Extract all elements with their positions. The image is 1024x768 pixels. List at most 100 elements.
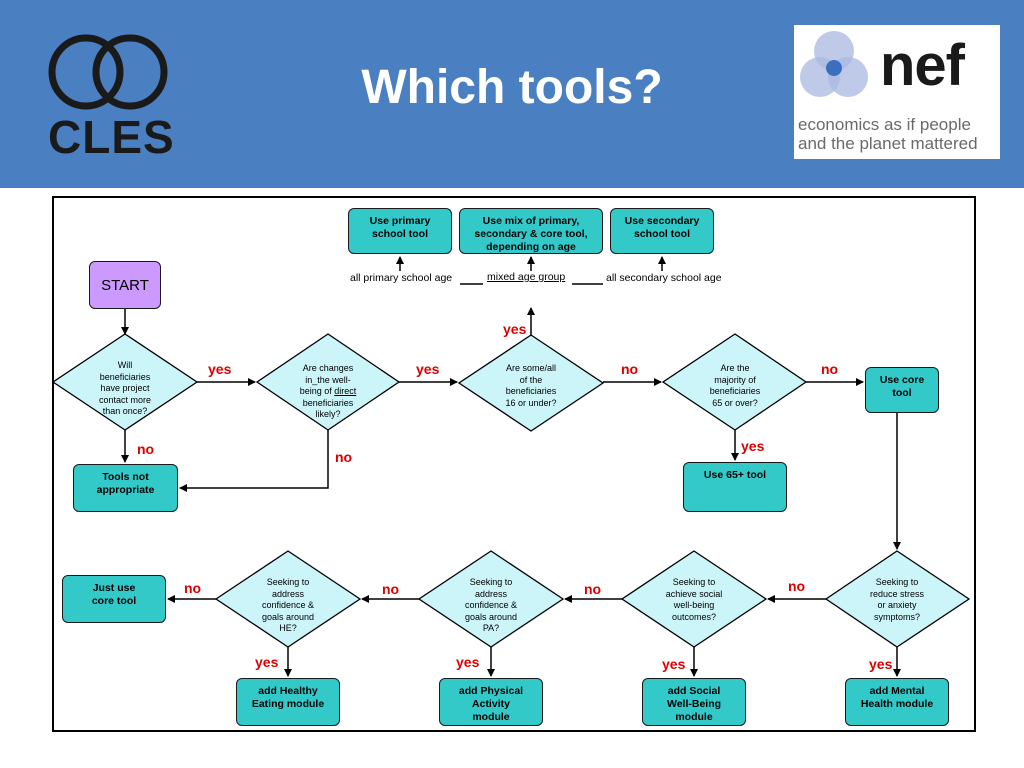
label-no: no bbox=[184, 580, 202, 596]
nef-tagline: economics as if people and the planet ma… bbox=[798, 115, 978, 153]
text-line: Are changes bbox=[302, 363, 354, 373]
text-line: Seeking to bbox=[672, 577, 716, 587]
text-line: of the bbox=[519, 374, 543, 385]
label-yes: yes bbox=[416, 361, 440, 377]
text-line: goals around bbox=[261, 611, 315, 622]
box-primary-tool: Use primary school tool bbox=[348, 208, 452, 254]
diamond-age16-text: Are some/all of the beneficiaries 16 or … bbox=[481, 363, 581, 409]
cles-rings-logo bbox=[48, 34, 168, 110]
box-secondary-tool: Use secondary school tool bbox=[610, 208, 714, 254]
diamond-social-text: Seeking to achieve social well-being out… bbox=[644, 577, 744, 623]
text-line: Use mix of primary, bbox=[482, 215, 580, 227]
text-line: Health module bbox=[860, 698, 934, 710]
label-no: no bbox=[788, 578, 806, 594]
diamond-contact-text: Will beneficiaries have project contact … bbox=[75, 360, 175, 418]
diamond-changes bbox=[255, 333, 401, 431]
text-line: Tools not bbox=[102, 471, 149, 483]
diamond-stress-text: Seeking to reduce stress or anxiety symp… bbox=[847, 577, 947, 623]
text-line: address bbox=[271, 588, 305, 599]
underlined-word: direct bbox=[334, 386, 357, 396]
text-line: school tool bbox=[634, 228, 690, 240]
diamond-social bbox=[620, 550, 768, 648]
text-line: goals around bbox=[464, 611, 518, 622]
text-line: 16 or under? bbox=[505, 397, 557, 408]
text-line: Are the bbox=[720, 363, 750, 373]
page-title: Which tools? bbox=[361, 61, 663, 114]
text-line: beneficiaries bbox=[505, 386, 557, 396]
text-line: Use primary bbox=[369, 215, 431, 227]
label-no: no bbox=[137, 441, 155, 457]
diamond-contact bbox=[51, 333, 199, 431]
diamond-age16 bbox=[457, 334, 605, 432]
label-no: no bbox=[584, 581, 602, 597]
text-line: PA? bbox=[482, 623, 500, 633]
label-no: no bbox=[821, 361, 839, 377]
diamond-age65 bbox=[661, 333, 808, 431]
header-banner: Which tools? CLES nef economics as if pe… bbox=[0, 0, 1024, 188]
text-line: add Social bbox=[667, 685, 721, 697]
text-line: Seeking to bbox=[875, 577, 919, 587]
text-line: beneficiaries bbox=[99, 371, 151, 382]
text-line: than once? bbox=[102, 406, 148, 416]
text-line: being of direct bbox=[299, 386, 357, 396]
diamond-he-text: Seeking to address confidence & goals ar… bbox=[238, 577, 338, 635]
nef-tagline-line: economics as if people bbox=[798, 115, 971, 134]
text-line: contact more bbox=[98, 394, 152, 405]
text-line: depending on age bbox=[486, 241, 576, 253]
text-line: add Healthy bbox=[258, 685, 318, 697]
label-no: no bbox=[621, 361, 639, 377]
text-line: Use 65+ tool bbox=[703, 469, 767, 481]
text-line: confidence & bbox=[464, 600, 518, 610]
label-yes: yes bbox=[503, 321, 527, 337]
text-line: add Mental bbox=[869, 685, 925, 697]
text-line: HE? bbox=[279, 623, 297, 633]
text-line: majority of bbox=[714, 374, 756, 385]
box-core-tool: Use core tool bbox=[865, 367, 939, 413]
text-line: Activity bbox=[472, 698, 510, 710]
diamond-age65-text: Are the majority of beneficiaries 65 or … bbox=[685, 363, 785, 409]
diamond-he bbox=[214, 550, 362, 648]
nef-circles-icon bbox=[800, 31, 868, 97]
text-line: symptoms? bbox=[873, 611, 920, 622]
text-line: or anxiety bbox=[877, 600, 917, 610]
text-line: beneficiaries bbox=[302, 397, 354, 408]
cles-logo-text: CLES bbox=[48, 111, 175, 163]
diamond-pa bbox=[417, 550, 565, 648]
label-yes: yes bbox=[255, 654, 279, 670]
box-mental-health: add Mental Health module bbox=[845, 678, 949, 726]
box-tools-not-appropriate: Tools not appropriate bbox=[73, 464, 178, 512]
diamond-pa-text: Seeking to address confidence & goals ar… bbox=[441, 577, 541, 635]
text-line: Just use bbox=[92, 582, 136, 594]
label-yes: yes bbox=[208, 361, 232, 377]
text-line: well-being bbox=[673, 600, 715, 610]
label-all-primary: all primary school age bbox=[350, 272, 453, 284]
label-no: no bbox=[335, 449, 353, 465]
box-physical-activity: add Physical Activity module bbox=[439, 678, 543, 726]
text-line: tool bbox=[892, 387, 912, 399]
text-line: module bbox=[675, 711, 713, 723]
text-line: have project bbox=[100, 383, 150, 393]
label-yes: yes bbox=[662, 656, 686, 672]
text-line: school tool bbox=[371, 228, 428, 240]
text-line: Use core bbox=[879, 374, 925, 386]
text-line: reduce stress bbox=[869, 588, 925, 599]
nef-logo: nef economics as if people and the plane… bbox=[794, 25, 1000, 159]
box-65-tool: Use 65+ tool bbox=[683, 462, 787, 512]
diamond-stress bbox=[824, 550, 971, 648]
text-line: Will bbox=[117, 360, 133, 370]
text-line: achieve social bbox=[665, 588, 723, 599]
box-just-core-tool: Just use core tool bbox=[62, 575, 166, 623]
text-line: address bbox=[474, 588, 508, 599]
label-yes: yes bbox=[456, 654, 480, 670]
text-line: 65 or over? bbox=[712, 397, 758, 408]
text-line: outcomes? bbox=[671, 611, 717, 622]
start-node: START bbox=[89, 261, 161, 309]
text-line: appropriate bbox=[96, 484, 155, 496]
text-line: Use secondary bbox=[624, 215, 700, 227]
text-line: add Physical bbox=[458, 685, 524, 697]
text-line: core tool bbox=[91, 595, 137, 607]
label-no: no bbox=[382, 581, 400, 597]
text-line: Well-Being bbox=[666, 698, 722, 710]
nef-tagline-line: and the planet mattered bbox=[798, 134, 978, 153]
